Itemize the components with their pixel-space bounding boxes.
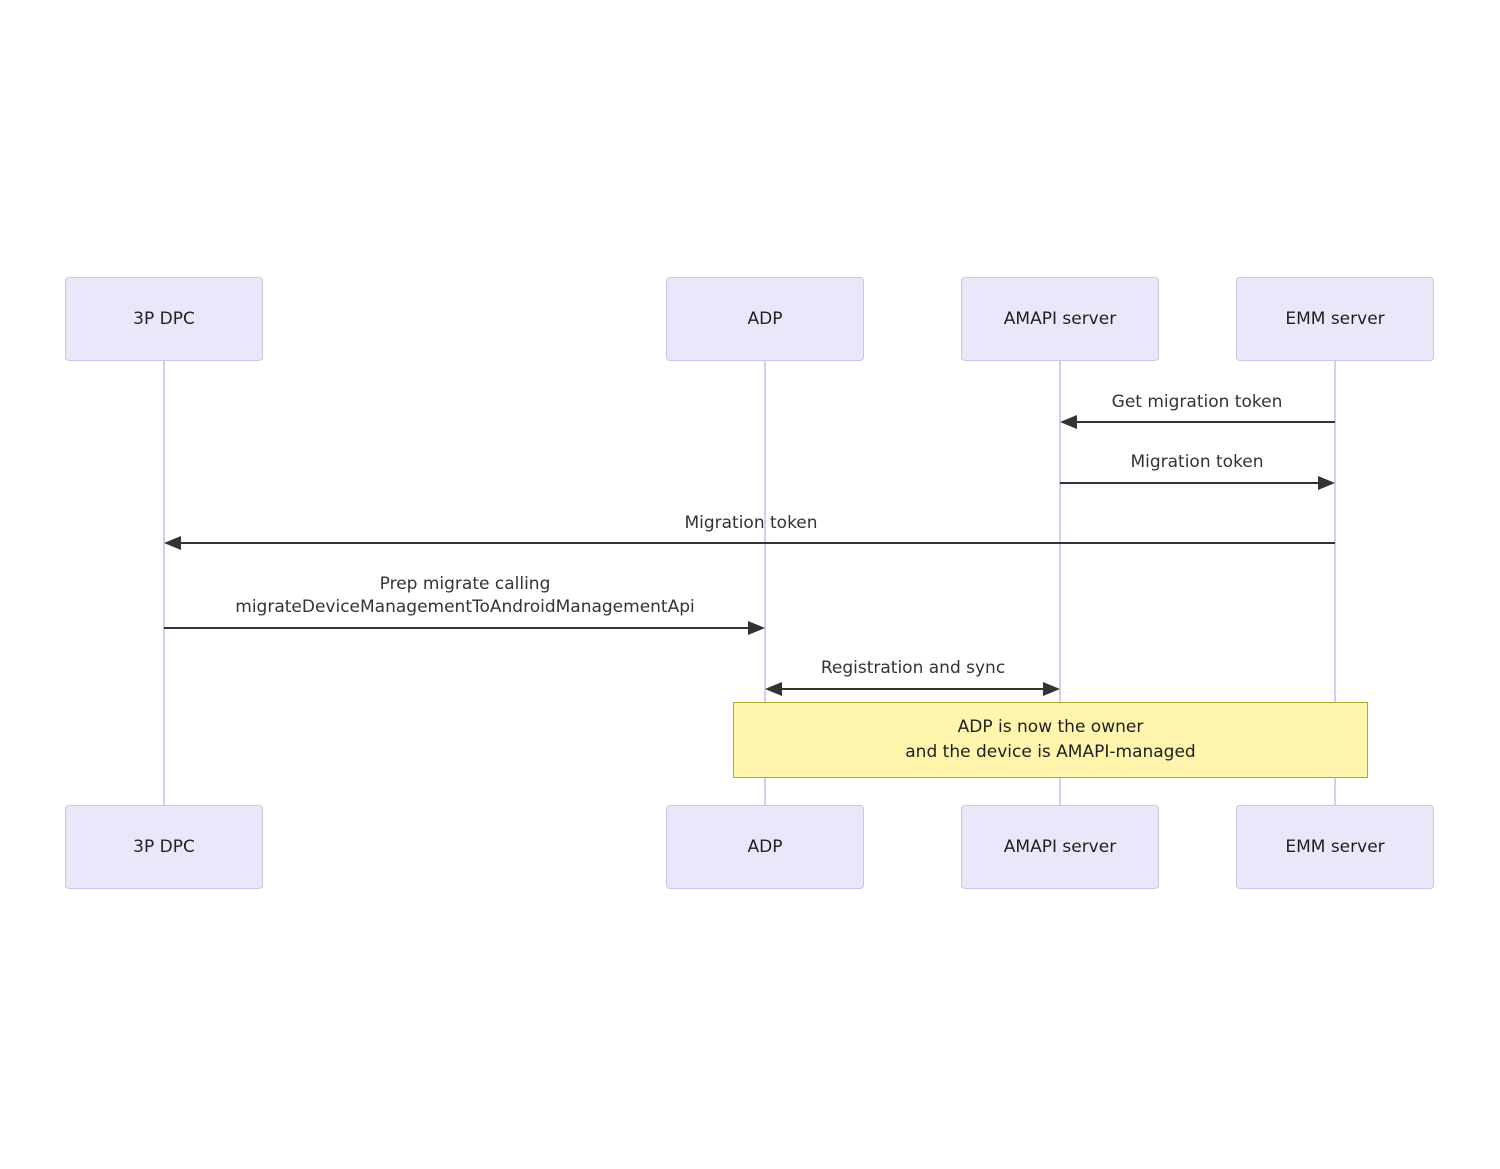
arrowhead-right-icon	[1043, 682, 1060, 696]
actor-label: AMAPI server	[1003, 309, 1117, 329]
note-line2: and the device is AMAPI-managed	[905, 742, 1196, 762]
actor-top-3p-dpc: 3P DPC	[65, 277, 263, 361]
message-line	[779, 688, 1046, 690]
actor-bottom-amapi-server: AMAPI server	[961, 805, 1159, 889]
message-line	[178, 542, 1335, 544]
actor-top-adp: ADP	[666, 277, 864, 361]
lifeline-amapi-server	[1059, 361, 1061, 805]
actor-top-amapi-server: AMAPI server	[961, 277, 1159, 361]
arrowhead-left-icon	[765, 682, 782, 696]
actor-bottom-3p-dpc: 3P DPC	[65, 805, 263, 889]
message-line	[164, 627, 748, 629]
arrowhead-right-icon	[1318, 476, 1335, 490]
actor-label: EMM server	[1285, 837, 1385, 857]
lifeline-adp	[764, 361, 766, 805]
actor-label: AMAPI server	[1003, 837, 1117, 857]
actor-bottom-adp: ADP	[666, 805, 864, 889]
actor-label: ADP	[747, 309, 783, 329]
note-adp-owner: ADP is now the owner and the device is A…	[733, 702, 1368, 778]
message-line	[1074, 421, 1335, 423]
actor-label: ADP	[747, 837, 783, 857]
arrowhead-left-icon	[164, 536, 181, 550]
message-label-registration-and-sync: Registration and sync	[820, 658, 1006, 678]
actor-top-emm-server: EMM server	[1236, 277, 1434, 361]
message-label-prep-migrate: Prep migrate calling migrateDeviceManage…	[235, 573, 694, 619]
message-label-migration-token-long: Migration token	[684, 513, 818, 533]
message-label-line1: Prep migrate calling	[379, 574, 551, 594]
actor-bottom-emm-server: EMM server	[1236, 805, 1434, 889]
arrowhead-right-icon	[748, 621, 765, 635]
lifeline-3p-dpc	[163, 361, 165, 805]
actor-label: 3P DPC	[133, 309, 195, 329]
actor-label: EMM server	[1285, 309, 1385, 329]
note-line1: ADP is now the owner	[957, 717, 1144, 737]
actor-label: 3P DPC	[133, 837, 195, 857]
lifeline-emm-server	[1334, 361, 1336, 805]
message-label-migration-token: Migration token	[1130, 452, 1264, 472]
message-label-line2: migrateDeviceManagementToAndroidManageme…	[235, 597, 695, 617]
arrowhead-left-icon	[1060, 415, 1077, 429]
message-label-get-migration-token: Get migration token	[1111, 392, 1283, 412]
message-line	[1060, 482, 1321, 484]
